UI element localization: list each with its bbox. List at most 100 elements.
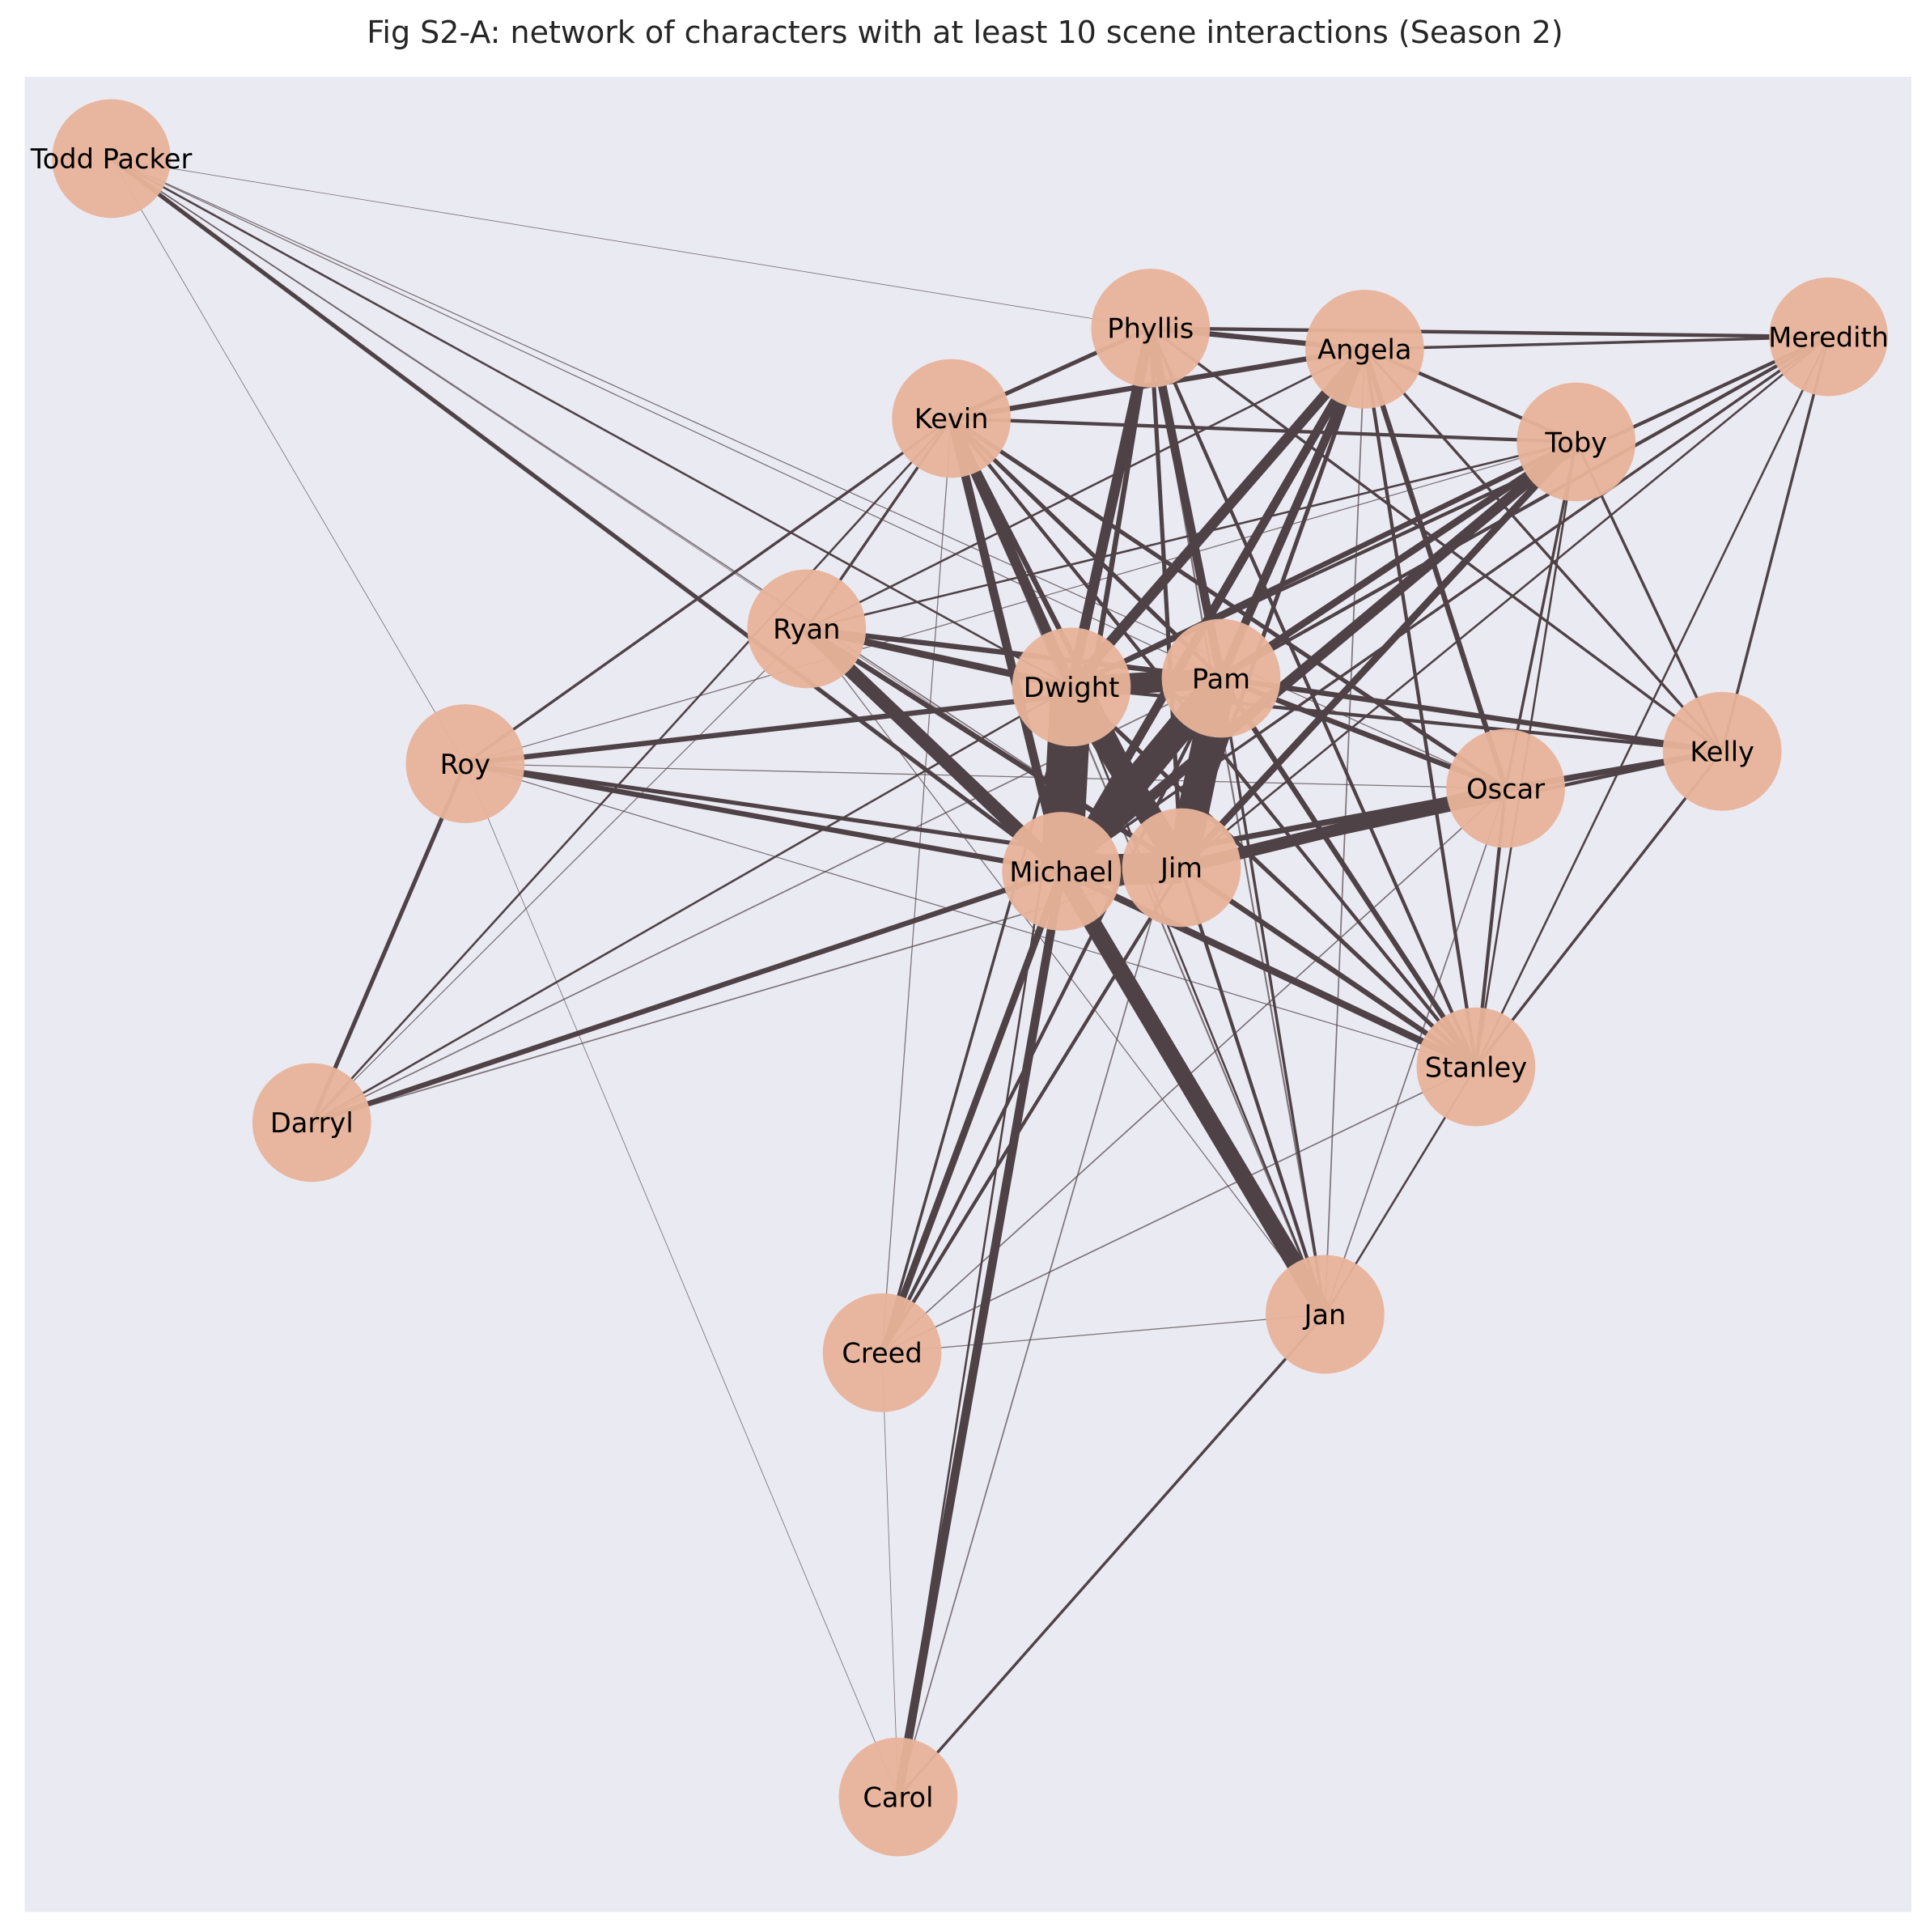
node-meredith[interactable]: Meredith — [1768, 277, 1889, 397]
node-jan[interactable]: Jan — [1266, 1255, 1385, 1374]
node-circle[interactable] — [1002, 812, 1122, 931]
node-circle[interactable] — [1662, 691, 1782, 811]
edge-michael-jan — [1054, 867, 1333, 1319]
edge-meredith-kelly — [1720, 336, 1830, 752]
edge-todd-packer-michael — [110, 156, 1063, 873]
node-label: Todd Packer — [30, 143, 193, 175]
node-circle[interactable] — [1122, 808, 1241, 928]
edge-jan-pam — [1220, 677, 1327, 1315]
edge-angela-pam — [1217, 347, 1369, 681]
node-label: Jim — [1159, 852, 1203, 884]
node-label: Angela — [1317, 334, 1411, 366]
edge-ryan-pam — [806, 626, 1222, 682]
edge-stanley-michael — [1059, 868, 1478, 1070]
node-jim[interactable]: Jim — [1122, 808, 1241, 928]
edge-todd-packer-jim — [111, 158, 1182, 868]
node-circle[interactable] — [1266, 1255, 1385, 1374]
node-circle[interactable] — [1304, 289, 1424, 409]
node-label: Michael — [1009, 856, 1113, 888]
node-label: Oscar — [1466, 773, 1545, 805]
node-stanley[interactable]: Stanley — [1416, 1007, 1536, 1127]
node-circle[interactable] — [52, 99, 171, 219]
edge-creed-kevin — [881, 418, 952, 1353]
node-kevin[interactable]: Kevin — [892, 359, 1012, 478]
node-circle[interactable] — [892, 359, 1012, 478]
node-label: Kevin — [914, 403, 989, 435]
edge-creed-michael — [879, 870, 1065, 1354]
node-circle[interactable] — [838, 1737, 958, 1857]
edge-kelly-phyllis — [1149, 327, 1724, 753]
node-circle[interactable] — [1516, 382, 1636, 502]
edge-stanley-dwight — [1070, 685, 1478, 1068]
edge-todd-packer-pam — [111, 158, 1222, 679]
edge-roy-michael — [464, 761, 1063, 874]
edge-toby-pam — [1219, 439, 1579, 682]
edge-angela-michael — [1058, 346, 1368, 874]
edge-creed-jan — [882, 1314, 1326, 1353]
edge-carol-michael — [893, 870, 1067, 1798]
node-label: Ryan — [773, 614, 840, 645]
node-circle[interactable] — [252, 1063, 371, 1183]
figure-title: Fig S2-A: network of characters with at … — [367, 15, 1563, 50]
node-creed[interactable]: Creed — [822, 1293, 942, 1412]
node-michael[interactable]: Michael — [1002, 812, 1122, 931]
node-label: Roy — [440, 749, 490, 780]
edge-kevin-michael — [947, 417, 1066, 873]
node-circle[interactable] — [1091, 268, 1211, 388]
node-dwight[interactable]: Dwight — [1012, 627, 1131, 747]
edge-toby-jim — [1178, 439, 1579, 870]
edge-creed-jim — [880, 866, 1183, 1354]
node-kelly[interactable]: Kelly — [1662, 691, 1782, 811]
edge-meredith-pam — [1220, 335, 1830, 680]
edge-darryl-kevin — [311, 418, 952, 1123]
edge-carol-creed — [881, 1352, 899, 1798]
node-circle[interactable] — [1769, 277, 1889, 397]
node-label: Pam — [1192, 663, 1250, 694]
node-circle[interactable] — [405, 704, 525, 823]
edge-todd-packer-dwight — [110, 157, 1072, 688]
edge-todd-packer-roy — [111, 158, 466, 764]
node-label: Meredith — [1768, 321, 1889, 353]
edge-kevin-oscar — [950, 416, 1508, 791]
node-darryl[interactable]: Darryl — [252, 1063, 371, 1183]
node-circle[interactable] — [1446, 728, 1565, 848]
node-roy[interactable]: Roy — [405, 704, 525, 823]
node-phyllis[interactable]: Phyllis — [1091, 268, 1211, 388]
plot-background — [24, 77, 1912, 1913]
node-pam[interactable]: Pam — [1161, 618, 1281, 738]
node-ryan[interactable]: Ryan — [747, 569, 867, 689]
edge-roy-toby — [464, 441, 1576, 765]
edge-phyllis-meredith — [1150, 326, 1829, 339]
edge-carol-roy — [464, 763, 899, 1798]
edge-carol-jan — [897, 1313, 1326, 1798]
edge-phyllis-dwight — [1066, 326, 1156, 689]
node-carol[interactable]: Carol — [838, 1737, 958, 1857]
node-label: Creed — [842, 1337, 922, 1369]
node-circle[interactable] — [747, 569, 867, 689]
edge-creed-oscar — [881, 788, 1507, 1353]
edge-jan-oscar — [1324, 788, 1507, 1315]
node-circle[interactable] — [822, 1293, 942, 1412]
node-todd-packer[interactable]: Todd Packer — [30, 99, 193, 219]
node-angela[interactable]: Angela — [1304, 289, 1424, 409]
node-label: Jan — [1302, 1299, 1346, 1331]
node-oscar[interactable]: Oscar — [1446, 728, 1565, 848]
edge-darryl-ryan — [311, 628, 808, 1123]
node-label: Dwight — [1024, 672, 1120, 703]
edge-kelly-stanley — [1474, 750, 1724, 1068]
edge-stanley-phyllis — [1148, 327, 1478, 1068]
edge-roy-oscar — [464, 762, 1506, 789]
edge-roy-darryl — [309, 762, 468, 1123]
node-toby[interactable]: Toby — [1516, 382, 1636, 502]
edge-kelly-angela — [1364, 348, 1724, 753]
edge-stanley-pam — [1219, 677, 1478, 1068]
node-label: Stanley — [1425, 1051, 1527, 1083]
edge-darryl-michael — [311, 868, 1063, 1125]
edge-kevin-toby — [951, 416, 1576, 444]
node-circle[interactable] — [1416, 1007, 1536, 1127]
node-circle[interactable] — [1012, 627, 1131, 747]
node-circle[interactable] — [1161, 618, 1281, 738]
edge-angela-meredith — [1364, 335, 1829, 351]
